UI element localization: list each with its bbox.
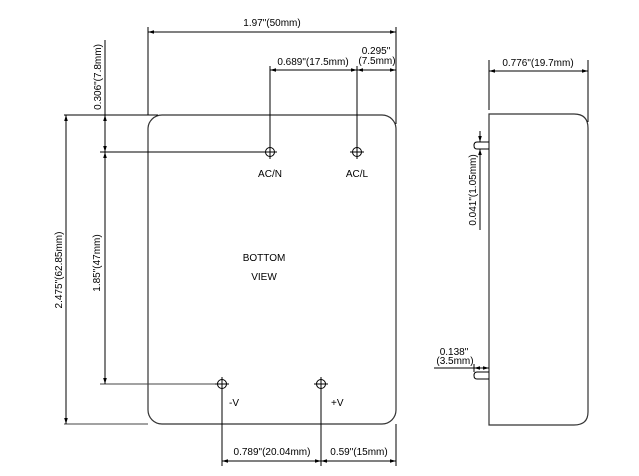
pin-minus-v	[215, 377, 229, 391]
dim-pin-length-in: 0.138"	[440, 347, 469, 358]
pin-label-minus-v: -V	[229, 398, 239, 409]
dim-acn-to-acl: 0.689"(17.5mm)	[277, 57, 348, 68]
dimension-lines	[64, 30, 396, 463]
pin-acn	[263, 145, 277, 159]
side-dimension-lines	[474, 69, 588, 370]
dim-acl-to-edge-mm: (7.5mm)	[358, 56, 395, 67]
pin-label-acn: AC/N	[258, 169, 282, 180]
pin-label-acl: AC/L	[346, 169, 369, 180]
side-pin-top	[473, 141, 489, 150]
side-extension-lines	[434, 60, 589, 372]
dim-pin-diameter: 0.041"(1.05mm)	[468, 154, 479, 225]
dim-acl-to-edge-in: 0.295"	[362, 46, 391, 57]
dim-minus-to-plus: 0.789"(20.04mm)	[234, 447, 311, 458]
pin-acl	[350, 145, 364, 159]
module-outline-side	[488, 113, 589, 426]
bottom-view: AC/N AC/L -V +V BOTTOM VIEW	[54, 18, 397, 466]
dim-ac-to-dc-pins: 1.85"(47mm)	[92, 234, 103, 291]
module-outline-bottom	[147, 114, 397, 425]
view-title-line1: BOTTOM	[243, 253, 286, 264]
side-view: 0.776"(19.7mm) 0.041"(1.05mm) 0.138" (3.…	[434, 58, 589, 426]
dim-height: 2.475"(62.85mm)	[54, 232, 65, 309]
pin-plus-v	[314, 377, 328, 391]
view-title-line2: VIEW	[251, 272, 277, 283]
dim-top-to-ac-pins: 0.306"(7.8mm)	[93, 44, 104, 110]
dim-depth: 0.776"(19.7mm)	[502, 58, 573, 69]
dim-plus-to-edge: 0.59"(15mm)	[330, 447, 387, 458]
side-pin-bottom	[473, 371, 489, 380]
pin-label-plus-v: +V	[331, 398, 344, 409]
dim-width: 1.97"(50mm)	[243, 18, 300, 29]
extension-lines	[64, 27, 397, 466]
dim-pin-length-mm: (3.5mm)	[436, 356, 473, 367]
